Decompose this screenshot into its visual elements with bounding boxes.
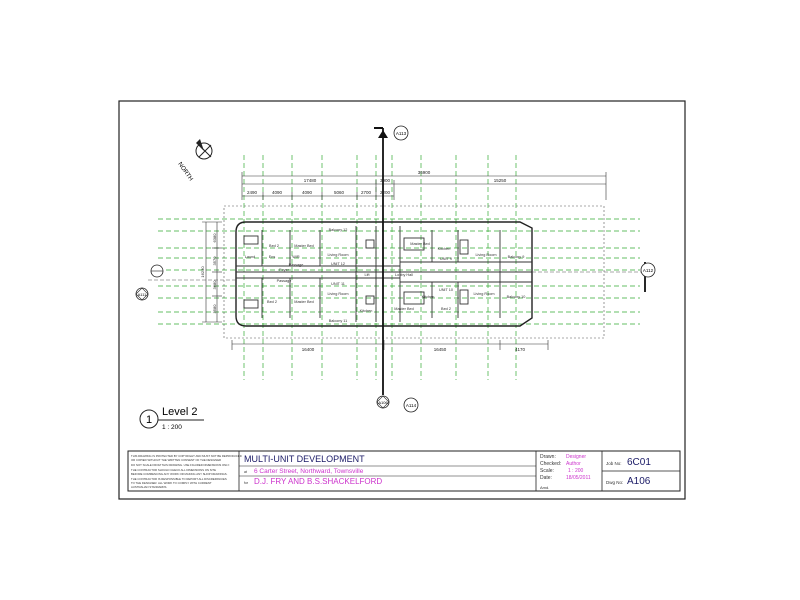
note-line: THE CONTRACTOR SHOULD CHECK ALL DIMENSIO… <box>131 468 216 472</box>
room-label: Kitchen <box>422 295 435 299</box>
job-number: 6C01 <box>627 457 651 468</box>
view-scale: 1 : 200 <box>162 424 182 431</box>
client-prefix: for <box>244 481 249 485</box>
drawn-label: Drawn: <box>540 454 556 460</box>
overall-dimension: 36900 <box>418 170 431 175</box>
left-dimensions <box>202 221 222 323</box>
view-number: 1 <box>146 414 152 426</box>
section-tag-left[interactable]: A111 <box>135 287 149 301</box>
dim-top-row2-6: 2200 <box>380 190 391 195</box>
section-tag-right[interactable]: A112 <box>640 262 656 278</box>
dwg-number: A106 <box>627 476 651 487</box>
room-label: Kitchen <box>438 247 451 251</box>
room-label: UNIT 10 <box>439 288 453 292</box>
address-prefix: at <box>244 470 247 474</box>
room-label: Bed 2 <box>269 244 279 248</box>
job-label: Job No: <box>606 461 622 466</box>
room-label: Balcony 11 <box>329 319 348 323</box>
dim-top-row1-1: 17480 <box>304 178 317 183</box>
dim-top-row1-2: 3900 <box>380 178 391 183</box>
project-address: 6 Carter Street, Northward, Townsville <box>254 468 364 475</box>
room-label: UNIT 11 <box>331 282 345 286</box>
project-title: MULTI-UNIT DEVELOPMENT <box>244 454 365 464</box>
room-label: Foyer <box>279 268 289 272</box>
room-label: Master Bed <box>394 307 413 311</box>
dim-left-1: 6380 <box>212 233 217 243</box>
scale-label: Scale: <box>540 468 554 474</box>
note-line: BEFORE COMMENCING ANY WORK OR MAKING ANY… <box>131 472 228 476</box>
room-label: UNIT 12 <box>331 262 345 266</box>
dim-left-2: 3570 <box>212 256 217 266</box>
section-tag-bottom-label: A114 <box>406 403 417 408</box>
view-title: 1 Level 2 1 : 200 <box>139 406 204 431</box>
dim-top-row1-3: 15250 <box>494 178 507 183</box>
section-tag-left-label: A111 <box>138 292 148 297</box>
section-head-bottom-label: A106 <box>378 400 388 405</box>
note-line: DO NOT SCALE FROM THIS DRAWING. USE FIGU… <box>131 463 230 467</box>
note-line: OR COPIED WITHOUT THE WRITTEN CONSENT OF… <box>131 458 221 462</box>
note-line: THIS DRAWING IS PROTECTED BY COPYRIGHT A… <box>131 454 242 458</box>
room-label: Master Bed <box>410 242 429 246</box>
view-name: Level 2 <box>162 406 197 418</box>
room-label: Passage <box>289 263 304 267</box>
amd-label: Amd. <box>540 485 549 490</box>
room-label: Passage <box>277 279 292 283</box>
dim-left-total: 16230 <box>200 266 205 278</box>
dim-top-row2-1: 2490 <box>247 190 258 195</box>
section-head-top[interactable] <box>378 130 388 138</box>
room-label: Balcony 9 <box>508 255 525 259</box>
room-label: Bed 2 <box>267 300 277 304</box>
room-label: Ens <box>269 255 276 259</box>
section-tag-bottom[interactable]: A114 <box>403 397 419 413</box>
room-label: Kitchen <box>360 309 373 313</box>
dwg-label: Dwg No: <box>606 480 623 485</box>
room-label: Living Room <box>473 292 494 296</box>
room-label: Balcony 10 <box>507 295 526 299</box>
room-label: Lobby Hall <box>395 273 413 277</box>
date-value: 18/05/2011 <box>566 475 591 481</box>
room-label: Living Room <box>475 253 496 257</box>
dim-top-row2-3: 4090 <box>302 190 313 195</box>
client-name: D.J. FRY AND B.S.SHACKELFORD <box>254 477 382 486</box>
note-line: AUSTRALIAN STANDARDS. <box>131 485 167 489</box>
building-outline <box>235 221 533 327</box>
room-label: UNIT 9 <box>440 257 452 261</box>
dim-bottom-3: 4170 <box>515 347 526 352</box>
note-line: TO THE DESIGNER. ALL WORK TO COMPLY WITH… <box>131 481 212 485</box>
dim-left-4: 3580 <box>212 304 217 314</box>
dim-top-row2-2: 4090 <box>272 190 283 195</box>
checked-value: Author <box>566 461 581 467</box>
title-block <box>127 450 681 492</box>
dim-bottom-2: 16450 <box>434 347 447 352</box>
checked-label: Checked: <box>540 461 561 467</box>
room-label: Laund <box>245 255 256 259</box>
room-label: Living Room <box>327 292 348 296</box>
title-block-notes: THIS DRAWING IS PROTECTED BY COPYRIGHT A… <box>131 454 242 489</box>
date-label: Date: <box>540 475 552 481</box>
scale-value: 1 : 200 <box>568 468 584 474</box>
room-label: Bed 2 <box>441 307 451 311</box>
room-label: WIR <box>292 255 300 259</box>
floor-plan <box>148 127 648 395</box>
dim-left-3: 3680 <box>212 280 217 290</box>
room-label: Master Bed <box>294 300 313 304</box>
section-head-bottom[interactable]: A106 <box>376 395 390 409</box>
top-dimensions <box>241 172 607 200</box>
dim-top-row2-5: 2700 <box>361 190 372 195</box>
section-tag-right-label: A112 <box>643 268 654 273</box>
room-label: Living Room <box>327 253 348 257</box>
section-tag-top-label: A113 <box>396 131 407 136</box>
room-label: Master Bed <box>294 244 313 248</box>
dim-top-row2-4: 5060 <box>334 190 345 195</box>
dim-bottom-1: 16400 <box>302 347 315 352</box>
section-tag-top[interactable]: A113 <box>393 125 409 141</box>
note-line: THE CONTRACTOR IS RESPONSIBLE TO REPORT … <box>131 477 227 481</box>
bottom-dimensions <box>231 340 549 350</box>
room-label: Lift <box>364 273 370 277</box>
drawn-value: Designer <box>566 454 586 460</box>
room-label: Balcony 12 <box>329 228 348 232</box>
sheet-border <box>118 100 686 500</box>
elevation-marker-left[interactable] <box>150 264 164 278</box>
